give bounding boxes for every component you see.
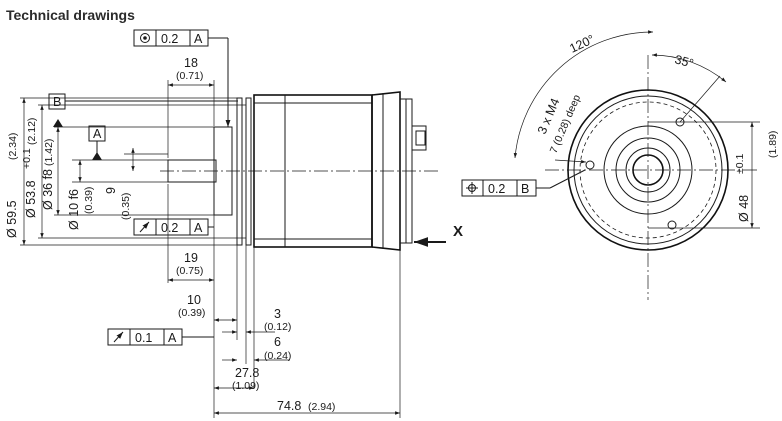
dim-48-inch: (1.89) [767,131,779,158]
concentricity-frame: 0.2 A [133,29,231,127]
position-frame: 0.2 B [461,169,586,197]
dim-53-8-tol: +0.1 [21,148,33,169]
concentricity-datum: A [194,32,203,46]
dim-6-inch: (0.24) [264,350,291,362]
plate-2 [245,97,252,246]
concentricity-value: 0.2 [161,32,178,46]
page-title: Technical drawings [6,7,135,23]
thread-hole-3 [667,220,677,230]
dim-18-inch: (0.71) [176,70,203,82]
dim-36-value: Ø 36 f8 [41,169,55,210]
runout-lower-value: 0.1 [135,331,152,345]
dim-74-8-value: 74.8 [277,399,301,413]
dim-48-value: Ø 48 [737,195,751,222]
runout-upper-datum: A [194,221,203,235]
datum-a-label: A [93,127,102,141]
runout-lower-datum: A [168,331,177,345]
plate-1 [236,97,243,246]
dim-27-8-value: 27.8 [235,366,259,380]
dim-59-5-value: Ø 59.5 [5,200,19,238]
position-datum: B [521,182,529,196]
dim-19-inch: (0.75) [176,265,203,277]
flange [213,126,233,216]
dim-10f6-inch: (0.39) [83,187,95,214]
dim-53-8-inch: (2.12) [26,118,38,145]
position-icon [466,182,478,194]
dim-10-inch: (0.39) [178,307,205,319]
dim-18-value: 18 [184,56,198,70]
dim-6-value: 6 [274,335,281,349]
runout-arrow-icon [113,331,124,343]
angle-35-arc [651,53,727,83]
dim-3-value: 3 [274,307,281,321]
end-cap [371,91,401,251]
dim-53-8-value: Ø 53.8 [24,180,38,218]
dim-74-8-inch: (2.94) [308,401,335,413]
angle-120-arc [513,30,654,159]
dim-9-value: 9 [104,187,118,194]
concentricity-icon [140,33,150,43]
runout-frame-lower: 0.1 A [107,328,214,346]
bolt-circle [579,101,717,239]
runout-frame-upper: 0.2 A [133,218,214,236]
dim-9-inch: (0.35) [120,193,132,220]
dim-48-tol: ±0.1 [734,153,746,174]
view-x-label: X [453,223,463,240]
side-view: B A 0.2 A 18 (0.71) [5,29,463,418]
rear-ring [405,98,413,244]
thread-hole-2 [585,160,595,170]
datum-b-label: B [53,95,61,109]
connector [411,125,427,151]
shaft [167,159,217,183]
dim-36-inch: (1.42) [43,139,55,166]
dim-10f6-value: Ø 10 f6 [67,189,81,230]
dim-10-value: 10 [187,293,201,307]
runout-arrow-icon [139,221,150,233]
dim-19-value: 19 [184,251,198,265]
dim-3-inch: (0.12) [264,321,291,333]
front-view: 120° 35° 3 x M4 7 (0.28) deep 0.2 B Ø [461,30,779,300]
position-value: 0.2 [488,182,505,196]
runout-upper-value: 0.2 [161,221,178,235]
angle-35-label: 35° [673,52,695,70]
dim-59-5-inch: (2.34) [7,133,19,160]
angle-120-label: 120° [567,32,596,56]
dim-27-8-inch: (1.09) [232,380,259,392]
